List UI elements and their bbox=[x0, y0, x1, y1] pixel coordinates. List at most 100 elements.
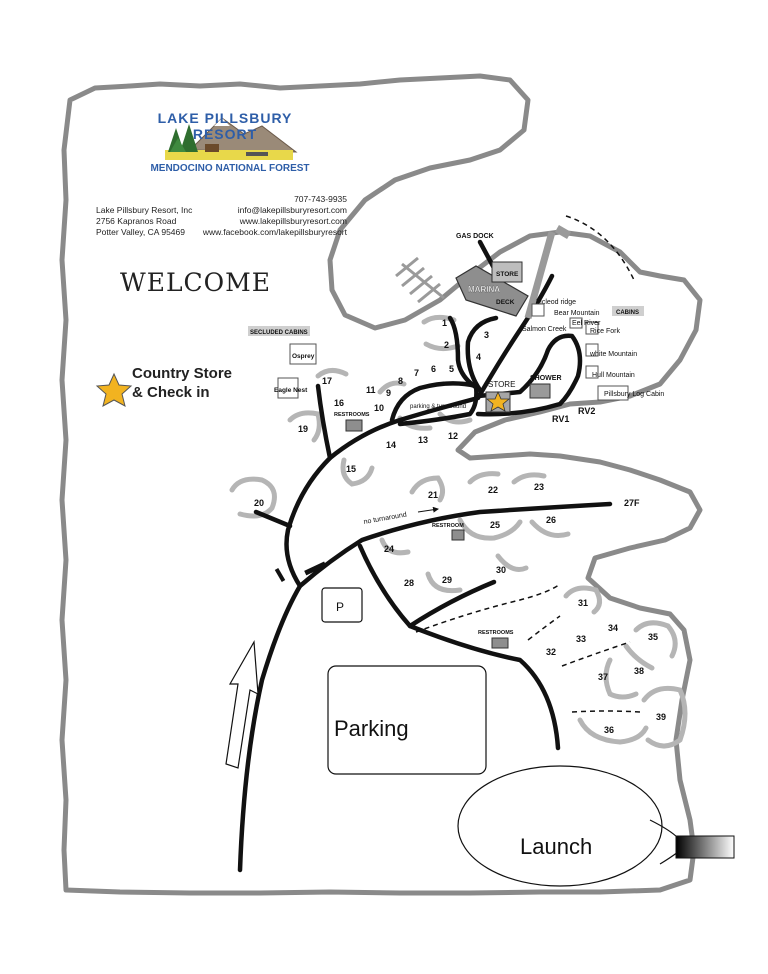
store-star-icon bbox=[485, 390, 511, 412]
site-27f[interactable]: 27F bbox=[624, 498, 640, 508]
site-8[interactable]: 8 bbox=[398, 376, 403, 386]
site-9[interactable]: 9 bbox=[386, 388, 391, 398]
site-23[interactable]: 23 bbox=[534, 482, 544, 492]
address-block: Lake Pillsbury Resort, Inc 2756 Kapranos… bbox=[96, 205, 192, 238]
cabins-label: CABINS bbox=[616, 310, 639, 316]
site-19[interactable]: 19 bbox=[298, 424, 308, 434]
cabin-eel-river[interactable]: Eel River bbox=[572, 320, 601, 327]
website-link[interactable]: www.lakepillsburyresort.com bbox=[239, 216, 347, 226]
restrooms-c-label: RESTROOMS bbox=[478, 630, 514, 636]
cabin-salmon-creek[interactable]: Salmon Creek bbox=[522, 326, 567, 333]
site-37[interactable]: 37 bbox=[598, 672, 608, 682]
cabin-boxes bbox=[277, 303, 629, 401]
site-13[interactable]: 13 bbox=[418, 435, 428, 445]
legend-store-line-1: Country Store bbox=[132, 365, 233, 382]
site-11[interactable]: 11 bbox=[366, 385, 376, 395]
secluded-cabins-label: SECLUDED CABINS bbox=[250, 330, 308, 336]
site-21[interactable]: 21 bbox=[428, 490, 438, 500]
site-35[interactable]: 35 bbox=[648, 632, 658, 642]
legend-store-line-2: & Check in bbox=[132, 384, 210, 401]
boat-ramp bbox=[675, 835, 735, 859]
restroom-building-c[interactable] bbox=[491, 637, 509, 649]
marina-label: MARINA bbox=[468, 285, 500, 294]
gate-marker-right bbox=[304, 561, 327, 576]
contact-block: 707-743-9935 info@lakepillsburyresort.co… bbox=[195, 194, 347, 238]
parking-turnaround-label: parking & turnaround bbox=[410, 404, 466, 410]
dock-store-label: STORE bbox=[496, 271, 519, 278]
p-sign-label: P bbox=[336, 600, 344, 614]
site-33[interactable]: 33 bbox=[576, 634, 586, 644]
logo-title: LAKE PILLSBURY RESORT bbox=[157, 110, 293, 142]
trails bbox=[415, 215, 641, 713]
cabin-hull-mountain[interactable]: Hull Mountain bbox=[592, 372, 635, 379]
resort-logo bbox=[165, 117, 298, 160]
site-10[interactable]: 10 bbox=[374, 403, 384, 413]
cabin-bear-mountain[interactable]: Bear Mountain bbox=[554, 310, 600, 317]
site-34[interactable]: 34 bbox=[608, 623, 618, 633]
no-turnaround-arrow-icon bbox=[417, 506, 439, 513]
site-2[interactable]: 2 bbox=[444, 340, 449, 350]
site-24[interactable]: 24 bbox=[384, 544, 394, 554]
cabin-white-mountain[interactable]: white Mountain bbox=[589, 351, 637, 358]
address-line-1: Lake Pillsbury Resort, Inc bbox=[96, 205, 193, 215]
site-29[interactable]: 29 bbox=[442, 575, 452, 585]
address-line-2: 2756 Kapranos Road bbox=[96, 216, 177, 226]
site-22[interactable]: 22 bbox=[488, 485, 498, 495]
site-38[interactable]: 38 bbox=[634, 666, 644, 676]
no-turnaround-label: no turnaround bbox=[363, 511, 407, 525]
dock-end bbox=[554, 225, 572, 239]
site-12[interactable]: 12 bbox=[448, 431, 458, 441]
facebook-link[interactable]: www.facebook.com/lakepillsburyresort bbox=[202, 227, 347, 237]
email-link[interactable]: info@lakepillsburyresort.com bbox=[237, 205, 347, 215]
site-20[interactable]: 20 bbox=[254, 498, 264, 508]
gate-marker-left bbox=[274, 567, 286, 583]
site-3[interactable]: 3 bbox=[484, 330, 489, 340]
phone: 707-743-9935 bbox=[294, 194, 347, 204]
site-6[interactable]: 6 bbox=[431, 364, 436, 374]
cabin-mcleod-ridge[interactable]: Mcleod ridge bbox=[536, 299, 576, 306]
site-28[interactable]: 28 bbox=[404, 578, 414, 588]
cabin-eagle-nest[interactable]: Eagle Nest bbox=[274, 387, 308, 394]
site-1[interactable]: 1 bbox=[442, 318, 447, 328]
legend-star-icon bbox=[95, 372, 133, 407]
restroom-b-label: RESTROOM bbox=[432, 523, 464, 529]
cabin-pillsbury-log-cabin[interactable]: Pillsbury Log Cabin bbox=[604, 391, 664, 398]
site-7[interactable]: 7 bbox=[414, 368, 419, 378]
site-16[interactable]: 16 bbox=[334, 398, 344, 408]
restroom-building-b[interactable] bbox=[451, 529, 465, 541]
launch-area[interactable] bbox=[457, 765, 663, 887]
address-line-3: Potter Valley, CA 95469 bbox=[96, 227, 185, 237]
gas-dock-label: GAS DOCK bbox=[456, 233, 494, 240]
rv2-label: RV2 bbox=[578, 406, 595, 416]
cabin-rice-fork[interactable]: Rice Fork bbox=[590, 328, 620, 335]
site-32[interactable]: 32 bbox=[546, 647, 556, 657]
parking-lot[interactable] bbox=[327, 665, 487, 775]
roads bbox=[237, 239, 613, 873]
site-17[interactable]: 17 bbox=[322, 376, 332, 386]
site-26[interactable]: 26 bbox=[546, 515, 556, 525]
site-14[interactable]: 14 bbox=[386, 440, 396, 450]
boat-slips bbox=[395, 256, 445, 304]
campsite-outlines bbox=[229, 314, 688, 749]
dock-store-building[interactable] bbox=[491, 261, 523, 283]
site-36[interactable]: 36 bbox=[604, 725, 614, 735]
p-sign-box bbox=[321, 587, 363, 623]
cabin-osprey[interactable]: Osprey bbox=[292, 353, 315, 360]
site-4[interactable]: 4 bbox=[476, 352, 481, 362]
shower-building[interactable] bbox=[529, 383, 551, 399]
marina-building[interactable] bbox=[455, 265, 529, 317]
site-31[interactable]: 31 bbox=[578, 598, 588, 608]
restroom-building-a[interactable] bbox=[345, 419, 363, 432]
secluded-cabins-label-box bbox=[248, 326, 310, 336]
welcome-heading: WELCOME bbox=[120, 268, 272, 297]
site-15[interactable]: 15 bbox=[346, 464, 356, 474]
site-39[interactable]: 39 bbox=[656, 712, 666, 722]
site-5[interactable]: 5 bbox=[449, 364, 454, 374]
legend-store-checkin: Country Store & Check in bbox=[132, 364, 232, 402]
shower-label: SHOWER bbox=[530, 375, 562, 382]
rv1-label: RV1 bbox=[552, 414, 569, 424]
site-25[interactable]: 25 bbox=[490, 520, 500, 530]
launch-label: Launch bbox=[520, 834, 592, 859]
site-30[interactable]: 30 bbox=[496, 565, 506, 575]
